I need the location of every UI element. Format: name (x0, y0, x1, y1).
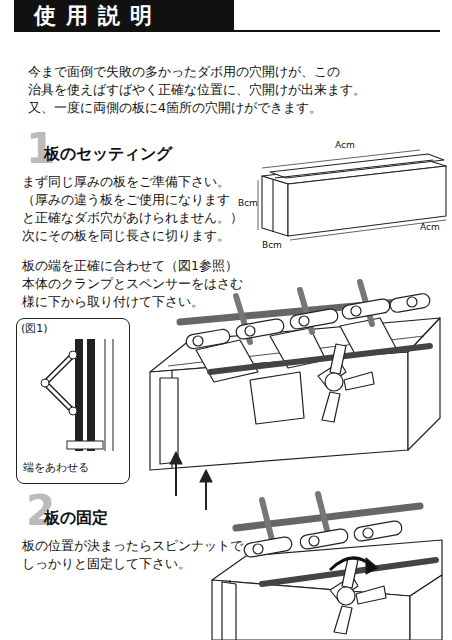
intro-text: 又、一度に両側の板に4箇所の穴開けができます。 (28, 100, 322, 115)
body-text: 次にその板を同じ長さに切ります。 (22, 228, 230, 243)
body-text: まず同じ厚みの板をご準備下さい。 (22, 174, 230, 189)
figure-caption: 端をあわせる (23, 461, 89, 474)
body-text: 板の端を正確に合わせて（図1参照） (22, 258, 238, 273)
body-text: と正確なダボ穴があけられません。） (22, 210, 243, 225)
body-text: しっかりと固定して下さい。 (22, 556, 191, 571)
dimension-label: Bcm (238, 198, 258, 209)
intro-text: 今まで面倒で失敗の多かったダボ用の穴開けが、この (28, 64, 340, 79)
dimension-label: Acm (335, 140, 355, 151)
inset-drawing (17, 319, 129, 483)
step-heading: 板の固定 (44, 508, 108, 527)
dimension-label: Acm (420, 222, 440, 233)
figure-number: (図1) (21, 322, 48, 335)
step-heading: 板のセッティング (44, 144, 172, 163)
inset-figure: (図1) 端をあわせる (16, 318, 130, 484)
page-title: 使用説明 (34, 3, 162, 29)
body-text: 本体のクランプとスペンサーをはさむ (22, 276, 243, 291)
intro-text: 治具を使えばすばやく正確な位置に、穴開けが出来ます。 (28, 82, 366, 97)
body-text: （厚みの違う板をご使用になります (22, 192, 230, 207)
body-text: 板の位置が決まったらスピンナットで (22, 538, 243, 553)
header-rule (234, 30, 440, 32)
body-text: 様に下から取り付けて下さい。 (22, 294, 204, 309)
dimension-label: Bcm (262, 240, 282, 251)
